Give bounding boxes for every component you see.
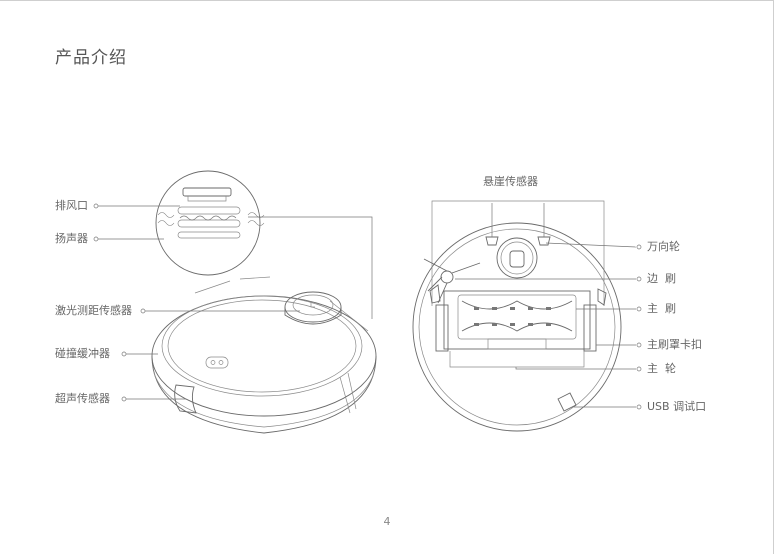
robot-bottom-view bbox=[412, 200, 622, 432]
label-ultrasonic-sensor: 超声传感器 bbox=[55, 392, 110, 405]
vent-speaker-zoom bbox=[155, 170, 265, 276]
label-cliff-sensor: 悬崖传感器 bbox=[483, 175, 538, 188]
label-caster-wheel: 万向轮 bbox=[647, 240, 680, 253]
right-leaders bbox=[455, 242, 642, 410]
label-vent: 排风口 bbox=[55, 199, 88, 212]
page-title: 产品介绍 bbox=[55, 48, 127, 68]
label-laser-sensor: 激光测距传感器 bbox=[55, 304, 132, 317]
page-number: 4 bbox=[383, 515, 391, 528]
label-side-brush: 边 刷 bbox=[647, 272, 676, 285]
left-leaders bbox=[93, 203, 373, 402]
label-usb-port: USB 调试口 bbox=[647, 400, 707, 413]
robot-top-view bbox=[151, 276, 377, 434]
label-bumper: 碰撞缓冲器 bbox=[55, 347, 110, 360]
label-speaker: 扬声器 bbox=[55, 232, 88, 245]
label-brush-cover-clip: 主刷罩卡扣 bbox=[647, 338, 702, 351]
label-main-wheel: 主 轮 bbox=[647, 362, 676, 375]
label-main-brush: 主 刷 bbox=[647, 302, 676, 315]
